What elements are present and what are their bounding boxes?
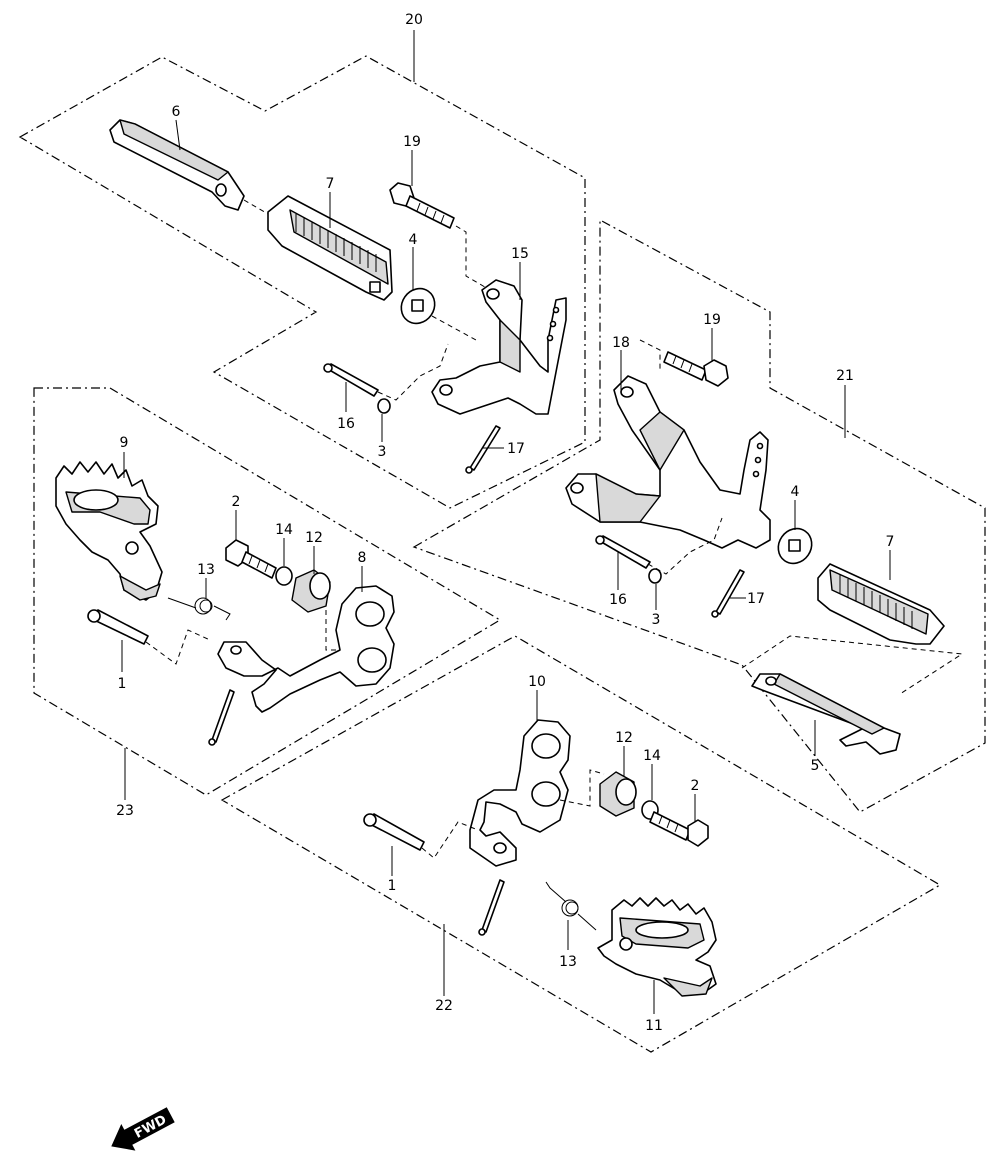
cotter-pin-right-22	[478, 879, 505, 936]
group-20-outline	[18, 55, 586, 509]
callout-23: 23	[116, 803, 134, 819]
fwd-arrow-icon: FWD	[111, 1107, 175, 1151]
callout-3b: 3	[652, 612, 661, 628]
cotter-pin-17-left	[465, 425, 501, 474]
washer-4-left	[400, 287, 436, 325]
washer-4-right	[777, 527, 813, 565]
callout-6: 6	[172, 104, 181, 120]
callout-13b: 13	[559, 954, 577, 970]
callout-19b: 19	[703, 312, 721, 328]
dash-16-15	[377, 343, 449, 401]
washer-3-right	[648, 568, 662, 584]
callout-17b: 17	[747, 591, 765, 607]
callout-19a: 19	[403, 134, 421, 150]
callout-22: 22	[435, 998, 453, 1014]
dash-12-8	[325, 610, 340, 651]
spring-13-left	[167, 597, 231, 621]
spring-13-right	[545, 881, 597, 931]
brake-pedal-8	[217, 585, 395, 713]
callout-21: 21	[836, 368, 854, 384]
bushing-12-right	[599, 771, 637, 817]
callout-7b: 7	[886, 534, 895, 550]
pedal-tip-9	[55, 461, 163, 601]
callout-9: 9	[120, 435, 129, 451]
washer-14-left	[275, 566, 293, 586]
callout-8: 8	[358, 550, 367, 566]
pin-1-right	[363, 813, 425, 851]
callout-14b: 14	[643, 748, 661, 764]
callout-15: 15	[511, 246, 529, 262]
dash-1-10	[421, 821, 479, 859]
callout-5: 5	[811, 758, 820, 774]
group-23-outline	[33, 387, 502, 796]
callout-16b: 16	[609, 592, 627, 608]
callout-17a: 17	[507, 441, 525, 457]
footrest-bar-6	[109, 119, 245, 211]
cotter-pin-17-right	[711, 569, 745, 618]
dash-4-15	[431, 315, 477, 341]
callout-18: 18	[612, 335, 630, 351]
callout-12a: 12	[305, 530, 323, 546]
dash-18-19	[639, 339, 661, 372]
callout-4b: 4	[791, 484, 800, 500]
callout-16a: 16	[337, 416, 355, 432]
group-22-outline	[220, 635, 942, 1053]
callout-10: 10	[528, 674, 546, 690]
footrest-bracket-15	[431, 279, 567, 415]
bolt-19-left	[389, 182, 455, 229]
pin-16-left	[323, 363, 379, 397]
dash-16-18	[647, 517, 723, 575]
callout-12b: 12	[615, 730, 633, 746]
dash-6-7	[243, 199, 269, 215]
footpeg-7-left	[267, 195, 393, 301]
bolt-2-right	[649, 811, 709, 847]
bolt-19-right	[663, 351, 729, 387]
dash-19-15	[455, 225, 491, 291]
pin-1-left	[87, 609, 149, 645]
callout-14a: 14	[275, 522, 293, 538]
cotter-pin-left-23	[208, 689, 235, 746]
callout-13a: 13	[197, 562, 215, 578]
group-21-outline	[412, 218, 986, 813]
bolt-2-left	[225, 539, 277, 579]
callout-3a: 3	[378, 444, 387, 460]
callout-7a: 7	[326, 176, 335, 192]
dash-1-8	[145, 629, 211, 665]
callout-1a: 1	[118, 676, 127, 692]
washer-3-left	[377, 398, 391, 414]
dash-5-7	[741, 635, 964, 695]
callout-1b: 1	[388, 878, 397, 894]
bushing-12-left	[291, 569, 331, 613]
callout-4a: 4	[409, 232, 418, 248]
leader-6	[175, 119, 181, 151]
brake-pedal-10	[469, 719, 571, 867]
callout-11: 11	[645, 1018, 663, 1034]
callout-2a: 2	[232, 494, 241, 510]
footpeg-7-right	[817, 563, 945, 645]
pin-16-right	[595, 535, 651, 569]
dash-10-12	[559, 769, 605, 807]
footrest-bar-5	[751, 673, 901, 755]
pedal-tip-11	[597, 897, 717, 997]
footrest-bracket-18	[565, 375, 771, 549]
callout-20: 20	[405, 12, 423, 28]
callout-2b: 2	[691, 778, 700, 794]
